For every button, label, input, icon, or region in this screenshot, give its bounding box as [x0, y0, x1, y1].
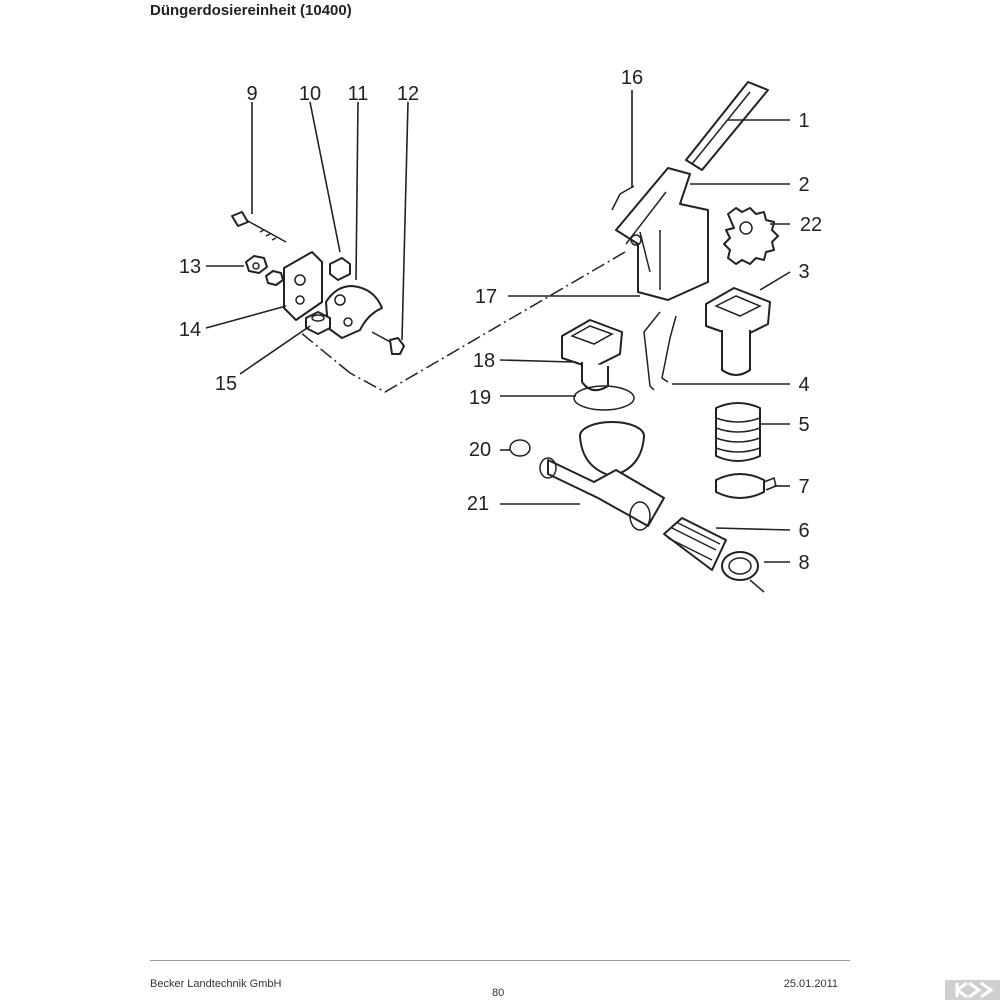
callout-11: 11: [348, 83, 369, 105]
callout-1: 1: [798, 110, 809, 132]
bracket-14: [283, 251, 323, 321]
clamp-7: [715, 473, 777, 499]
wheel-22: [723, 207, 779, 265]
pin-12: [371, 331, 405, 355]
spacer-15: [305, 311, 331, 335]
footer-divider: [150, 960, 850, 961]
hopper-3: [705, 287, 771, 376]
footer-company: Becker Landtechnik GmbH: [150, 978, 282, 990]
callout-19: 19: [469, 387, 491, 409]
page-title: Düngerdosiereinheit (10400): [150, 2, 352, 19]
callout-8: 8: [798, 552, 809, 574]
callout-6: 6: [798, 520, 809, 542]
callout-2: 2: [798, 174, 809, 196]
lever-11: [325, 285, 383, 339]
callout-14: 14: [179, 319, 201, 341]
brand-logo: [945, 980, 1000, 1000]
handle-1: [685, 81, 769, 171]
nut-13: [245, 255, 284, 286]
callout-20: 20: [469, 439, 491, 461]
callout-15: 15: [215, 373, 237, 395]
ring-20: [509, 439, 531, 457]
callout-18: 18: [473, 350, 495, 372]
clamp-8: [721, 551, 765, 593]
callout-21: 21: [467, 493, 489, 515]
clip-16: [611, 185, 635, 211]
callout-4: 4: [798, 374, 809, 396]
bracket-4: [643, 311, 677, 391]
callout-10: 10: [299, 83, 321, 105]
callout-16: 16: [621, 67, 643, 89]
bolt-9: [231, 211, 287, 243]
hose-6: [663, 517, 727, 571]
callout-9: 9: [246, 83, 257, 105]
footer-page-number: 80: [492, 987, 505, 999]
callout-22: 22: [800, 214, 822, 236]
callout-7: 7: [798, 476, 809, 498]
callout-3: 3: [798, 261, 809, 283]
o-ring-19: [573, 385, 635, 411]
hose-5: [715, 402, 761, 462]
callout-5: 5: [798, 414, 809, 436]
callout-13: 13: [179, 256, 201, 278]
funnel-tee-21: [539, 421, 665, 531]
footer-date: 25.01.2011: [783, 978, 838, 990]
callout-17: 17: [475, 286, 497, 308]
housing-2: [615, 167, 709, 301]
washer-10: [329, 257, 351, 281]
callout-12: 12: [397, 83, 419, 105]
hopper-18: [561, 319, 623, 392]
